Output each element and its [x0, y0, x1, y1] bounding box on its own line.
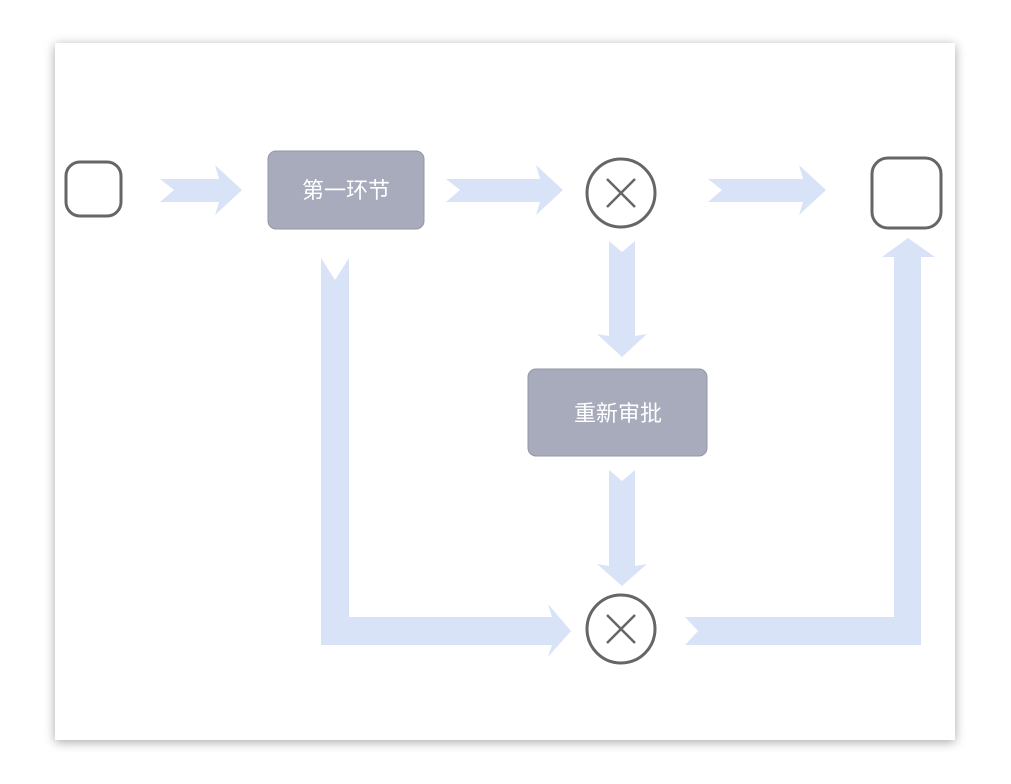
arrow-start-to-step1 — [160, 165, 242, 215]
x-icon — [606, 178, 636, 208]
start-event[interactable] — [64, 160, 123, 218]
arrow-reapprove-to-gateway2 — [597, 470, 647, 586]
gateway-1[interactable] — [585, 157, 657, 229]
arrow-gateway2-to-end — [685, 238, 935, 645]
task-step1[interactable]: 第一环节 — [267, 150, 425, 230]
x-icon — [606, 614, 636, 644]
task-reapprove-label: 重新审批 — [574, 402, 662, 427]
task-step1-label: 第一环节 — [302, 179, 390, 204]
task-reapprove[interactable]: 重新审批 — [527, 368, 708, 457]
arrow-step1-to-gateway2 — [321, 258, 571, 657]
end-event[interactable] — [870, 156, 943, 230]
arrow-step1-to-gateway1 — [446, 165, 563, 215]
arrow-gateway1-to-end — [708, 165, 826, 215]
arrow-gateway1-to-reapprove — [597, 241, 647, 357]
gateway-2[interactable] — [585, 593, 657, 665]
